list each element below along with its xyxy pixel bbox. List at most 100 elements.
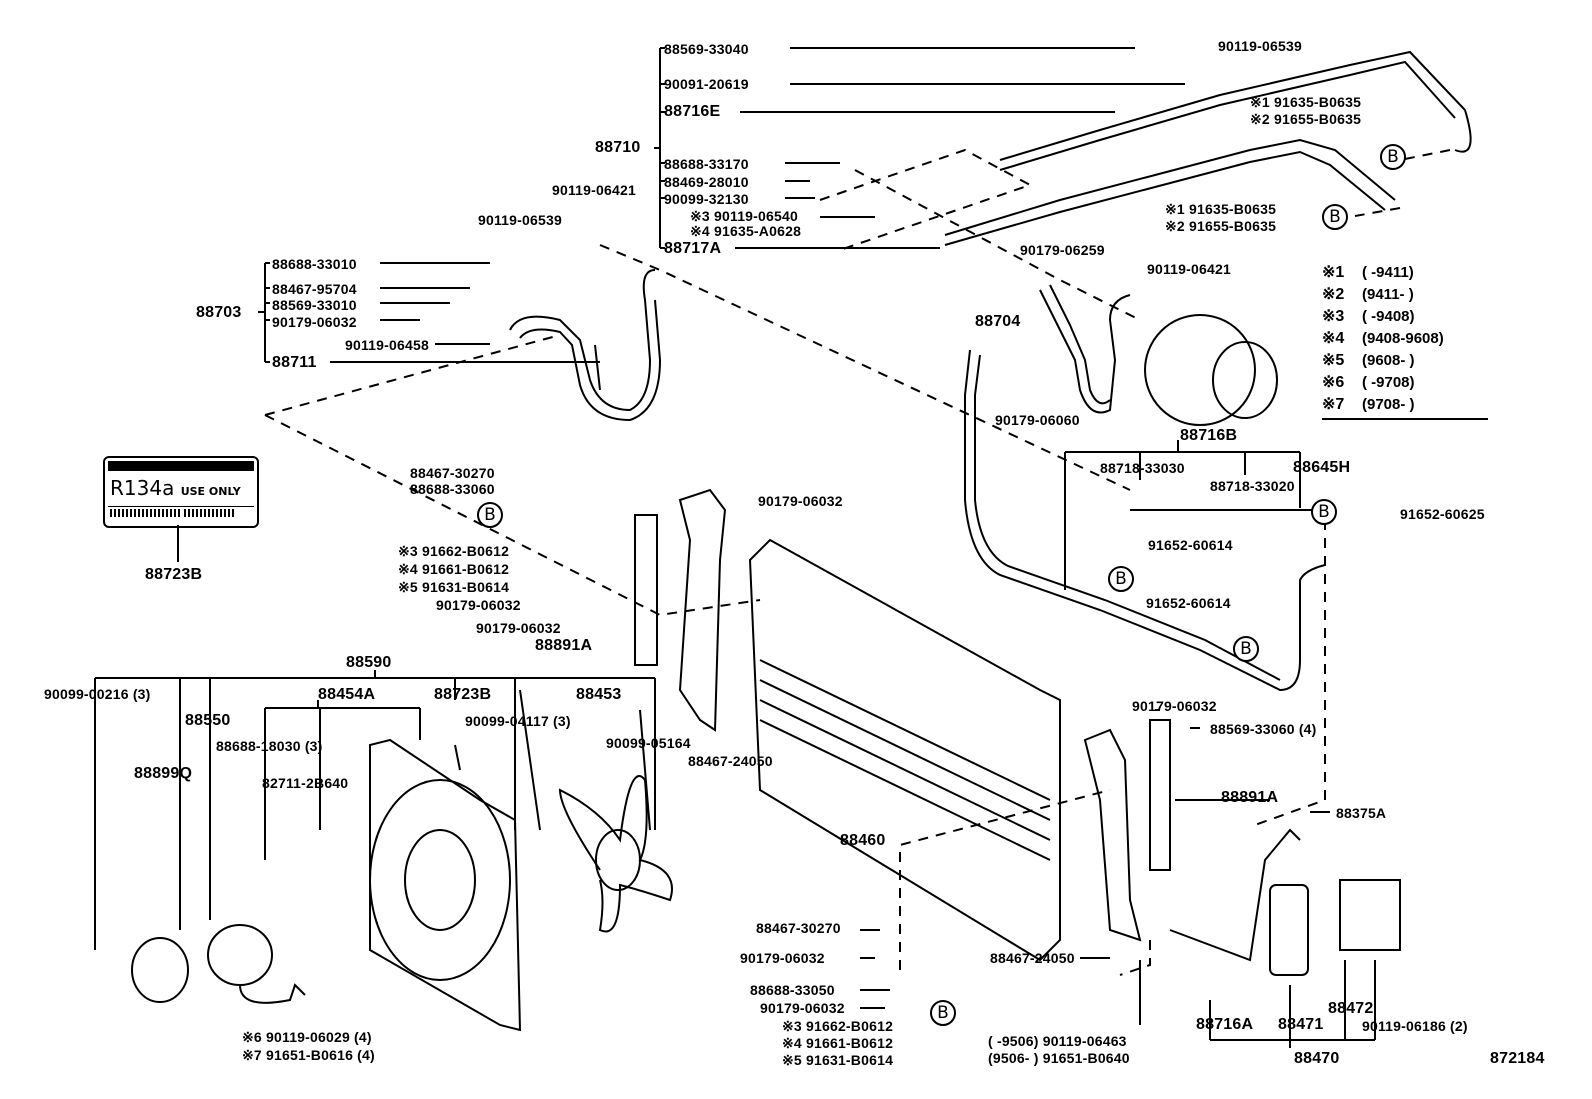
part-label: 88891A xyxy=(1221,789,1279,806)
receiver-88471 xyxy=(1269,884,1309,976)
bracket-88472 xyxy=(1339,879,1401,951)
part-label: 88717A xyxy=(664,240,722,257)
part-label: 90119-06458 xyxy=(345,337,429,353)
part-label: 88703 xyxy=(196,304,242,321)
part-label: ※2 91655-B0635 xyxy=(1165,218,1277,234)
part-label: 90119-06421 xyxy=(552,182,636,198)
legend-row: ※2(9411- ) xyxy=(1322,286,1414,303)
legend-row: ※3( -9408) xyxy=(1322,308,1415,325)
part-label: 90179-06032 xyxy=(740,950,825,966)
part-label: 88716E xyxy=(664,103,721,120)
part-label: ※4 91635-A0628 xyxy=(690,223,802,239)
part-label: ※1 91635-B0635 xyxy=(1165,201,1277,217)
part-label: 88718-33020 xyxy=(1210,478,1295,494)
part-label: 90099-32130 xyxy=(664,191,749,207)
part-label: 90099-04117 (3) xyxy=(465,713,571,729)
part-label: 88688-18030 (3) xyxy=(216,738,323,754)
part-label: 88711 xyxy=(272,354,317,371)
part-label: 88471 xyxy=(1278,1016,1324,1033)
part-label: 88467-24050 xyxy=(688,753,773,769)
part-label: ※4 91661-B0612 xyxy=(398,561,510,577)
part-label: 90179-06032 xyxy=(760,1000,845,1016)
part-label: 88453 xyxy=(576,686,622,703)
part-label: 88569-33010 xyxy=(272,297,357,313)
part-label: 90179-06032 xyxy=(758,493,843,509)
legend-row: ※4(9408-9608) xyxy=(1322,330,1444,347)
part-label: 88718-33030 xyxy=(1100,460,1185,476)
dashed-link xyxy=(854,169,1141,321)
sticker-header-bar xyxy=(108,461,254,471)
bracket-right xyxy=(1083,728,1142,942)
part-label: 90099-00216 (3) xyxy=(44,686,151,702)
part-label: 88469-28010 xyxy=(664,174,749,190)
callout-b: B xyxy=(930,1000,956,1026)
part-label: 88710 xyxy=(595,139,641,156)
legend-row: ※5(9608- ) xyxy=(1322,352,1415,369)
legend-underline xyxy=(1322,418,1488,420)
part-label: 90099-05164 xyxy=(606,735,691,751)
dashed-link xyxy=(899,789,1111,970)
legend-row: ※7(9708- ) xyxy=(1322,396,1415,413)
part-label: 90119-06539 xyxy=(478,212,562,228)
part-label: 90179-06259 xyxy=(1020,242,1105,258)
hose-88716A xyxy=(1169,828,1301,962)
part-label: 91652-60614 xyxy=(1146,595,1231,611)
part-label: 88590 xyxy=(346,654,392,671)
callout-b: B xyxy=(1311,499,1337,525)
part-label: 90091-20619 xyxy=(664,76,749,92)
bracket-88590 xyxy=(94,670,656,950)
part-label: 88688-33050 xyxy=(750,982,835,998)
dashed-link xyxy=(599,244,1131,491)
legend-row: ※1( -9411) xyxy=(1322,264,1414,281)
part-label: ※6 90119-06029 (4) xyxy=(242,1029,372,1045)
dashed-link xyxy=(1354,149,1451,217)
part-label: 82711-2B640 xyxy=(262,775,349,791)
part-label-88723B: 88723B xyxy=(145,566,203,583)
part-label: 88688-33060 xyxy=(410,481,495,497)
support-88891A-left xyxy=(634,514,658,666)
part-label: 88716A xyxy=(1196,1016,1254,1033)
dashed-link xyxy=(1254,520,1326,826)
sticker-main-text: R134a USE ONLY xyxy=(110,476,241,500)
hose-88716E xyxy=(999,50,1472,161)
part-label: 88899Q xyxy=(134,765,193,782)
bracket-left xyxy=(678,488,727,732)
part-label: 91652-60625 xyxy=(1400,506,1485,522)
motor-88899Q xyxy=(131,937,189,1003)
part-label: 90179-06032 xyxy=(476,620,561,636)
part-label: ※7 91651-B0616 (4) xyxy=(242,1047,375,1063)
part-label: 90179-06032 xyxy=(272,314,357,330)
part-label: 88723B xyxy=(434,686,492,703)
part-label: 88569-33040 xyxy=(664,41,749,57)
part-label: 90119-06186 (2) xyxy=(1362,1018,1468,1034)
part-label: ※1 91635-B0635 xyxy=(1250,94,1362,110)
compressor xyxy=(1144,314,1256,426)
part-label: 88569-33060 (4) xyxy=(1210,721,1317,737)
fan-ring xyxy=(369,779,511,981)
part-label: 88645H xyxy=(1293,459,1351,476)
part-label: ※2 91655-B0635 xyxy=(1250,111,1362,127)
part-label: 88470 xyxy=(1294,1050,1340,1067)
callout-b: B xyxy=(1233,636,1259,662)
part-label: 88454A xyxy=(318,686,376,703)
part-label: 88550 xyxy=(185,712,231,729)
part-label: 88467-30270 xyxy=(410,465,495,481)
sticker-footer xyxy=(108,506,254,519)
part-label: 88472 xyxy=(1328,1000,1374,1017)
dashed-link xyxy=(819,148,1033,251)
part-label: 90119-06539 xyxy=(1218,38,1302,54)
hose-88716B xyxy=(964,349,1326,692)
part-label: ※3 91662-B0612 xyxy=(782,1018,894,1034)
bracket-88470 xyxy=(1209,960,1376,1048)
callout-b: B xyxy=(1108,566,1134,592)
part-label: 88891A xyxy=(535,637,593,654)
production-date-legend: ※1( -9411) ※2(9411- ) ※3( -9408) ※4(9408… xyxy=(1322,262,1488,420)
diagram-id: 872184 xyxy=(1490,1050,1545,1067)
part-label: (9506- ) 91651-B0640 xyxy=(988,1050,1130,1066)
part-label: 88467-30270 xyxy=(756,920,841,936)
hose-88717A xyxy=(944,138,1396,236)
condenser-88460 xyxy=(748,538,1061,962)
dashed-link xyxy=(264,334,761,617)
fan-88453 xyxy=(558,775,673,933)
